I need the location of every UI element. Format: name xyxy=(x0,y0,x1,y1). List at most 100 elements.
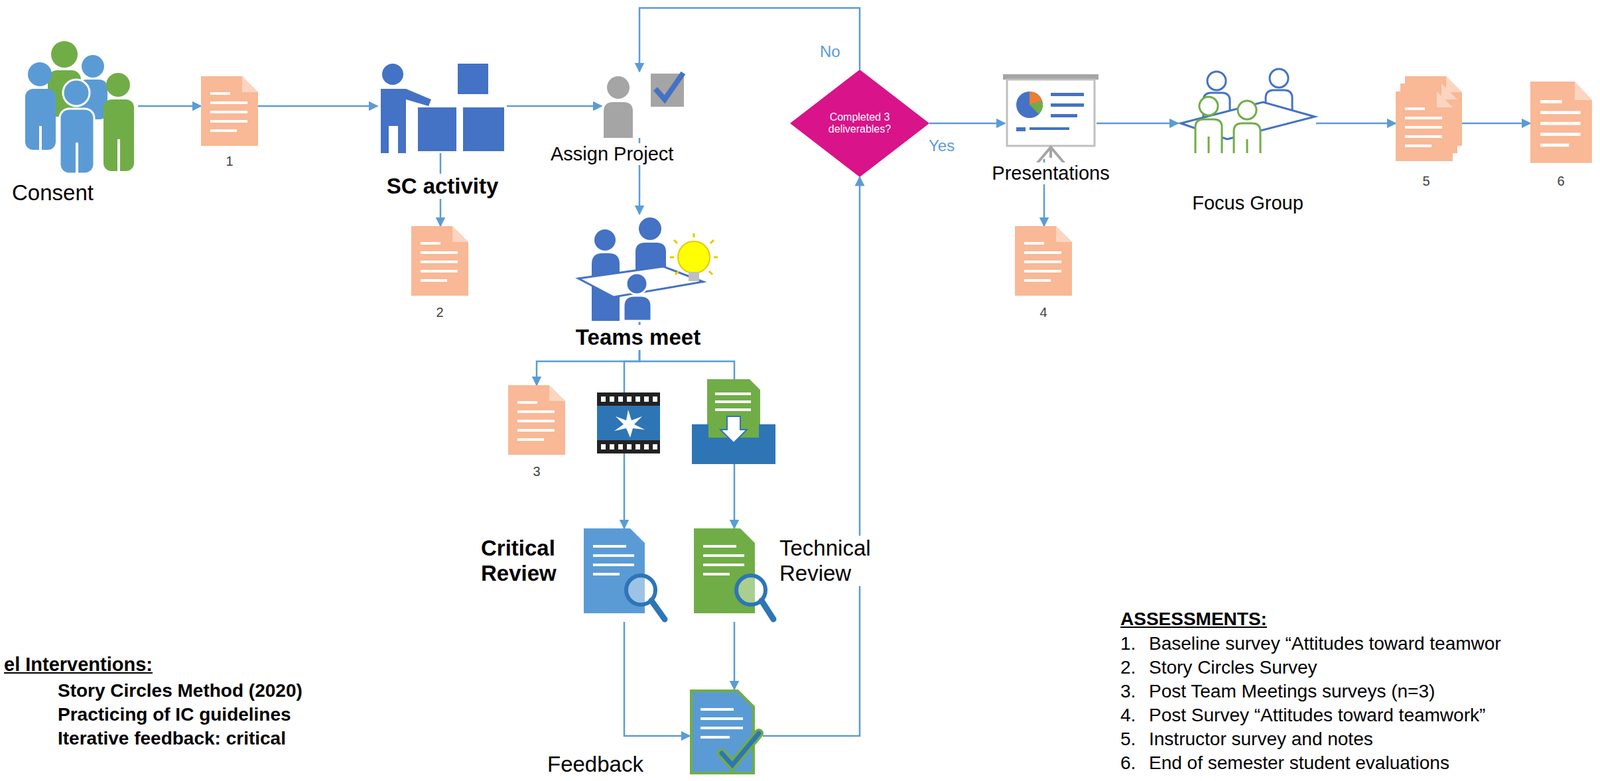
presentation-board-icon xyxy=(1016,127,1026,132)
video-icon xyxy=(618,396,623,402)
review-icon xyxy=(703,563,745,567)
list-item: Practicing of IC guidelines xyxy=(56,704,293,726)
review-icon xyxy=(703,554,745,558)
approved-document-icon xyxy=(721,733,759,766)
review-icon xyxy=(583,528,665,620)
document-node: 5 xyxy=(1395,76,1455,164)
video-icon xyxy=(597,392,661,454)
flow-arrow xyxy=(733,622,736,690)
review-icon xyxy=(703,545,737,548)
people-icon xyxy=(81,55,105,78)
people-icon xyxy=(75,142,79,174)
video-icon xyxy=(652,444,658,450)
video-icon xyxy=(600,444,606,450)
actor-icon-node: Consent xyxy=(18,41,138,174)
people-icon xyxy=(63,79,90,107)
node-label: 4 xyxy=(1028,305,1059,321)
node-label: 1 xyxy=(214,153,245,170)
presentation-node: Presentations xyxy=(1004,76,1097,160)
review-icon xyxy=(693,528,774,620)
meeting-icon xyxy=(669,233,718,275)
presentation-board-icon xyxy=(1016,91,1043,119)
edge-label: No xyxy=(818,42,842,62)
presentation-board-icon xyxy=(1050,92,1084,97)
list-item: Story Circles Survey xyxy=(1147,657,1319,679)
focus-group-icon xyxy=(1237,100,1257,120)
flow-arrow xyxy=(258,105,378,108)
review-icon xyxy=(593,545,627,548)
review-node: Critical Review xyxy=(583,528,665,623)
assign-icon xyxy=(655,72,684,100)
meeting-icon xyxy=(623,295,652,322)
meeting-icon xyxy=(578,217,718,322)
people-icon xyxy=(59,108,95,174)
node-label: 5 xyxy=(1410,173,1442,190)
meeting-icon xyxy=(626,273,648,295)
video-icon xyxy=(614,409,645,438)
document-node: 6 xyxy=(1530,81,1593,164)
people-icon xyxy=(117,139,121,172)
video-icon xyxy=(626,444,632,450)
meeting-icon xyxy=(638,217,662,241)
assign-icon xyxy=(603,72,685,138)
flow-arrow xyxy=(1316,122,1396,125)
assign-icon xyxy=(603,102,633,138)
review-node: Technical Review xyxy=(693,528,775,623)
inbox-icon xyxy=(720,416,747,444)
focus-group-icon xyxy=(1207,71,1226,91)
focus-group-icon xyxy=(1180,68,1315,154)
document-icon xyxy=(1530,81,1593,164)
section-heading: ASSESSMENTS: xyxy=(1119,608,1269,631)
video-icon xyxy=(597,392,661,454)
video-icon xyxy=(600,396,658,450)
people-icon xyxy=(25,41,134,174)
inbox-icon xyxy=(715,400,751,404)
review-icon xyxy=(761,600,774,620)
list-item: Post Survey “Attitudes toward teamwork” xyxy=(1147,705,1487,727)
document-stack-icon xyxy=(1395,91,1453,162)
approved-document-icon xyxy=(691,691,759,774)
presenter-icon xyxy=(457,63,489,95)
presenter-icon xyxy=(417,107,457,152)
approved-document-icon xyxy=(721,733,759,766)
list-number: 3. xyxy=(1119,681,1137,703)
assign-icon xyxy=(606,76,630,99)
video-icon xyxy=(644,444,649,450)
review-icon xyxy=(651,600,665,620)
document-node: 2 xyxy=(411,226,469,296)
focus-group-icon xyxy=(1199,96,1218,116)
meeting-icon xyxy=(688,271,700,282)
edge-label: Yes xyxy=(927,136,956,156)
document-icon xyxy=(1014,226,1072,296)
focus-group-node: Focus Group xyxy=(1178,71,1317,154)
presentation-board-icon xyxy=(1002,74,1099,165)
approved-document-icon xyxy=(700,736,730,739)
presenter-icon xyxy=(380,63,505,154)
node-label: 2 xyxy=(424,305,456,321)
video-icon xyxy=(644,396,649,402)
list-number: 1. xyxy=(1119,633,1137,655)
video-icon xyxy=(652,396,658,402)
node-label: Consent xyxy=(9,180,96,206)
node-label: 3 xyxy=(521,464,552,480)
document-icon xyxy=(508,385,566,456)
node-label: Teams meet xyxy=(573,325,703,351)
people-icon xyxy=(103,99,134,172)
document-node: 1 xyxy=(200,76,259,146)
presenter-icon xyxy=(463,107,505,152)
section-heading: el Interventions: xyxy=(2,654,154,676)
flow-arrow xyxy=(762,177,860,737)
list-number: 6. xyxy=(1119,752,1137,775)
video-icon xyxy=(609,396,615,402)
video-icon xyxy=(618,444,623,450)
list-number: 4. xyxy=(1119,705,1137,727)
activity-node: SC activity xyxy=(377,63,507,154)
document-icon xyxy=(411,226,469,296)
focus-group-icon xyxy=(1233,123,1261,154)
focus-group-icon xyxy=(1269,68,1289,88)
list-number: 2. xyxy=(1119,657,1137,679)
flow-arrow xyxy=(639,7,860,72)
list-number: 5. xyxy=(1119,729,1137,751)
